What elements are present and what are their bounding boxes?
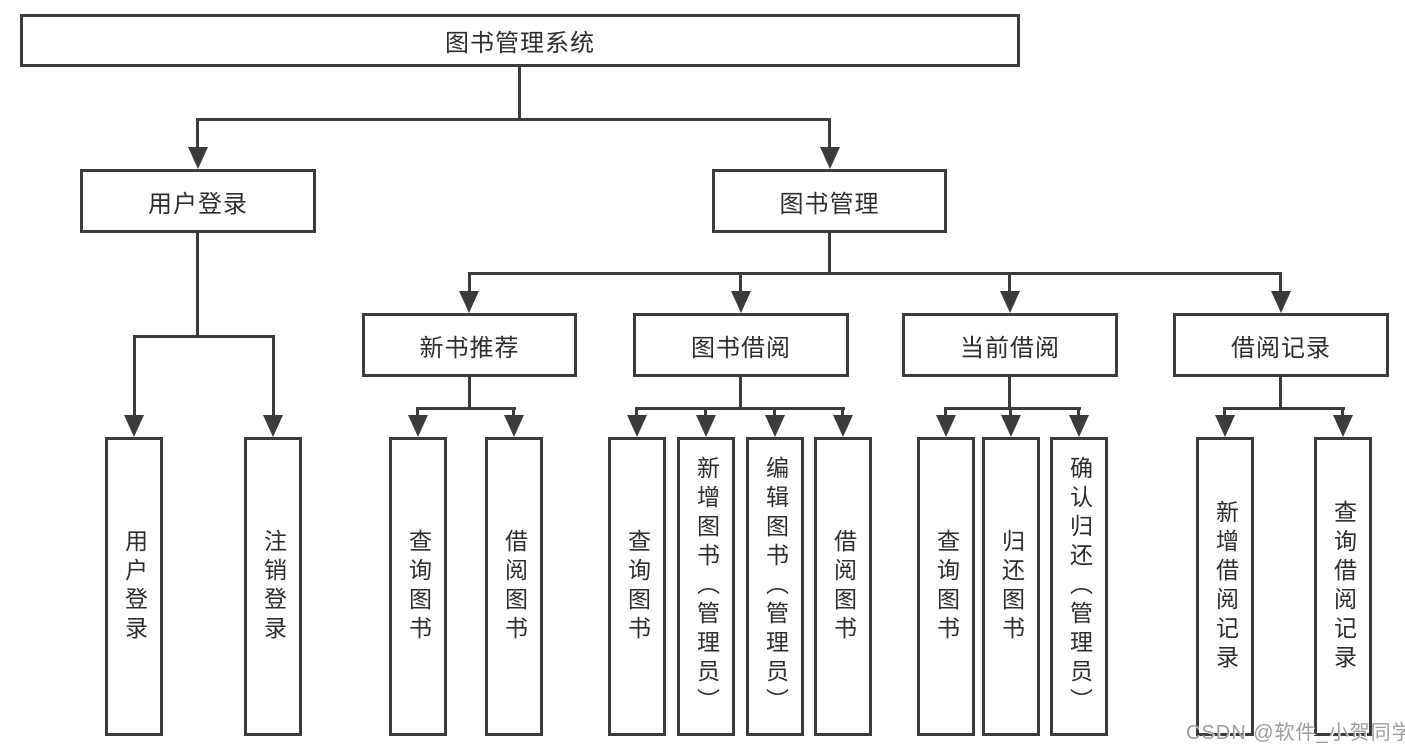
connector-line — [944, 407, 947, 421]
connector-line — [635, 407, 638, 421]
leaf-add-books-admin: 新增图书（管理员） — [677, 437, 735, 736]
leaf-query-borrow-record: 查询借阅记录 — [1314, 437, 1372, 736]
arrow-down-icon — [696, 415, 716, 437]
connector-line — [1223, 407, 1345, 410]
connector-line — [133, 335, 136, 417]
node-book-management: 图书管理 — [712, 169, 947, 233]
connector-line — [196, 118, 199, 150]
connector-line — [272, 335, 275, 417]
arrow-down-icon — [627, 415, 647, 437]
leaf-query-books-current: 查询图书 — [917, 437, 975, 736]
arrow-down-icon — [459, 291, 479, 313]
leaf-borrow-books-recommend: 借阅图书 — [485, 437, 543, 736]
connector-line — [196, 118, 831, 121]
node-new-book-recommend: 新书推荐 — [362, 313, 577, 377]
connector-line — [773, 407, 776, 421]
connector-line — [133, 335, 275, 338]
arrow-down-icon — [124, 415, 144, 437]
arrow-down-icon — [1069, 415, 1089, 437]
arrow-down-icon — [731, 291, 751, 313]
connector-line — [739, 272, 742, 294]
node-borrow-records: 借阅记录 — [1173, 313, 1389, 377]
arrow-down-icon — [833, 415, 853, 437]
connector-line — [416, 407, 419, 421]
node-library-management-system: 图书管理系统 — [20, 14, 1020, 67]
connector-line — [704, 407, 707, 421]
connector-line — [468, 272, 471, 294]
connector-line — [468, 272, 1282, 275]
arrow-down-icon — [1001, 415, 1021, 437]
node-user-login: 用户登录 — [80, 169, 316, 233]
csdn-watermark: CSDN @软件_小贺同学 — [1186, 722, 1405, 744]
connector-line — [1279, 377, 1282, 410]
connector-line — [1223, 407, 1226, 421]
leaf-logout: 注销登录 — [244, 437, 302, 736]
connector-line — [828, 233, 831, 274]
node-current-borrowing: 当前借阅 — [902, 313, 1118, 377]
connector-line — [1077, 407, 1080, 421]
connector-line — [1341, 407, 1344, 421]
arrow-down-icon — [504, 415, 524, 437]
leaf-confirm-return-admin: 确认归还（管理员） — [1050, 437, 1108, 736]
leaf-query-books-borrow: 查询图书 — [608, 437, 666, 736]
arrow-down-icon — [1333, 415, 1353, 437]
arrow-down-icon — [408, 415, 428, 437]
leaf-borrow-books: 借阅图书 — [814, 437, 872, 736]
connector-line — [944, 407, 1081, 410]
connector-line — [841, 407, 844, 421]
leaf-return-books: 归还图书 — [982, 437, 1040, 736]
connector-line — [1279, 272, 1282, 294]
connector-line — [518, 67, 521, 119]
connector-line — [1008, 377, 1011, 410]
connector-line — [1008, 272, 1011, 294]
leaf-query-books-recommend: 查询图书 — [389, 437, 447, 736]
node-book-borrowing: 图书借阅 — [633, 313, 849, 377]
connector-line — [416, 407, 516, 410]
connector-line — [468, 377, 471, 410]
arrow-down-icon — [1271, 291, 1291, 313]
connector-line — [739, 377, 742, 410]
arrow-down-icon — [820, 147, 840, 169]
arrow-down-icon — [188, 147, 208, 169]
leaf-edit-books-admin: 编辑图书（管理员） — [746, 437, 804, 736]
connector-line — [828, 118, 831, 150]
arrow-down-icon — [765, 415, 785, 437]
connector-line — [1009, 407, 1012, 421]
arrow-down-icon — [263, 415, 283, 437]
connector-line — [512, 407, 515, 421]
connector-line — [196, 233, 199, 337]
arrow-down-icon — [1000, 291, 1020, 313]
arrow-down-icon — [1215, 415, 1235, 437]
leaf-add-borrow-record: 新增借阅记录 — [1196, 437, 1254, 736]
connector-line — [635, 407, 845, 410]
arrow-down-icon — [936, 415, 956, 437]
leaf-user-login: 用户登录 — [105, 437, 163, 736]
